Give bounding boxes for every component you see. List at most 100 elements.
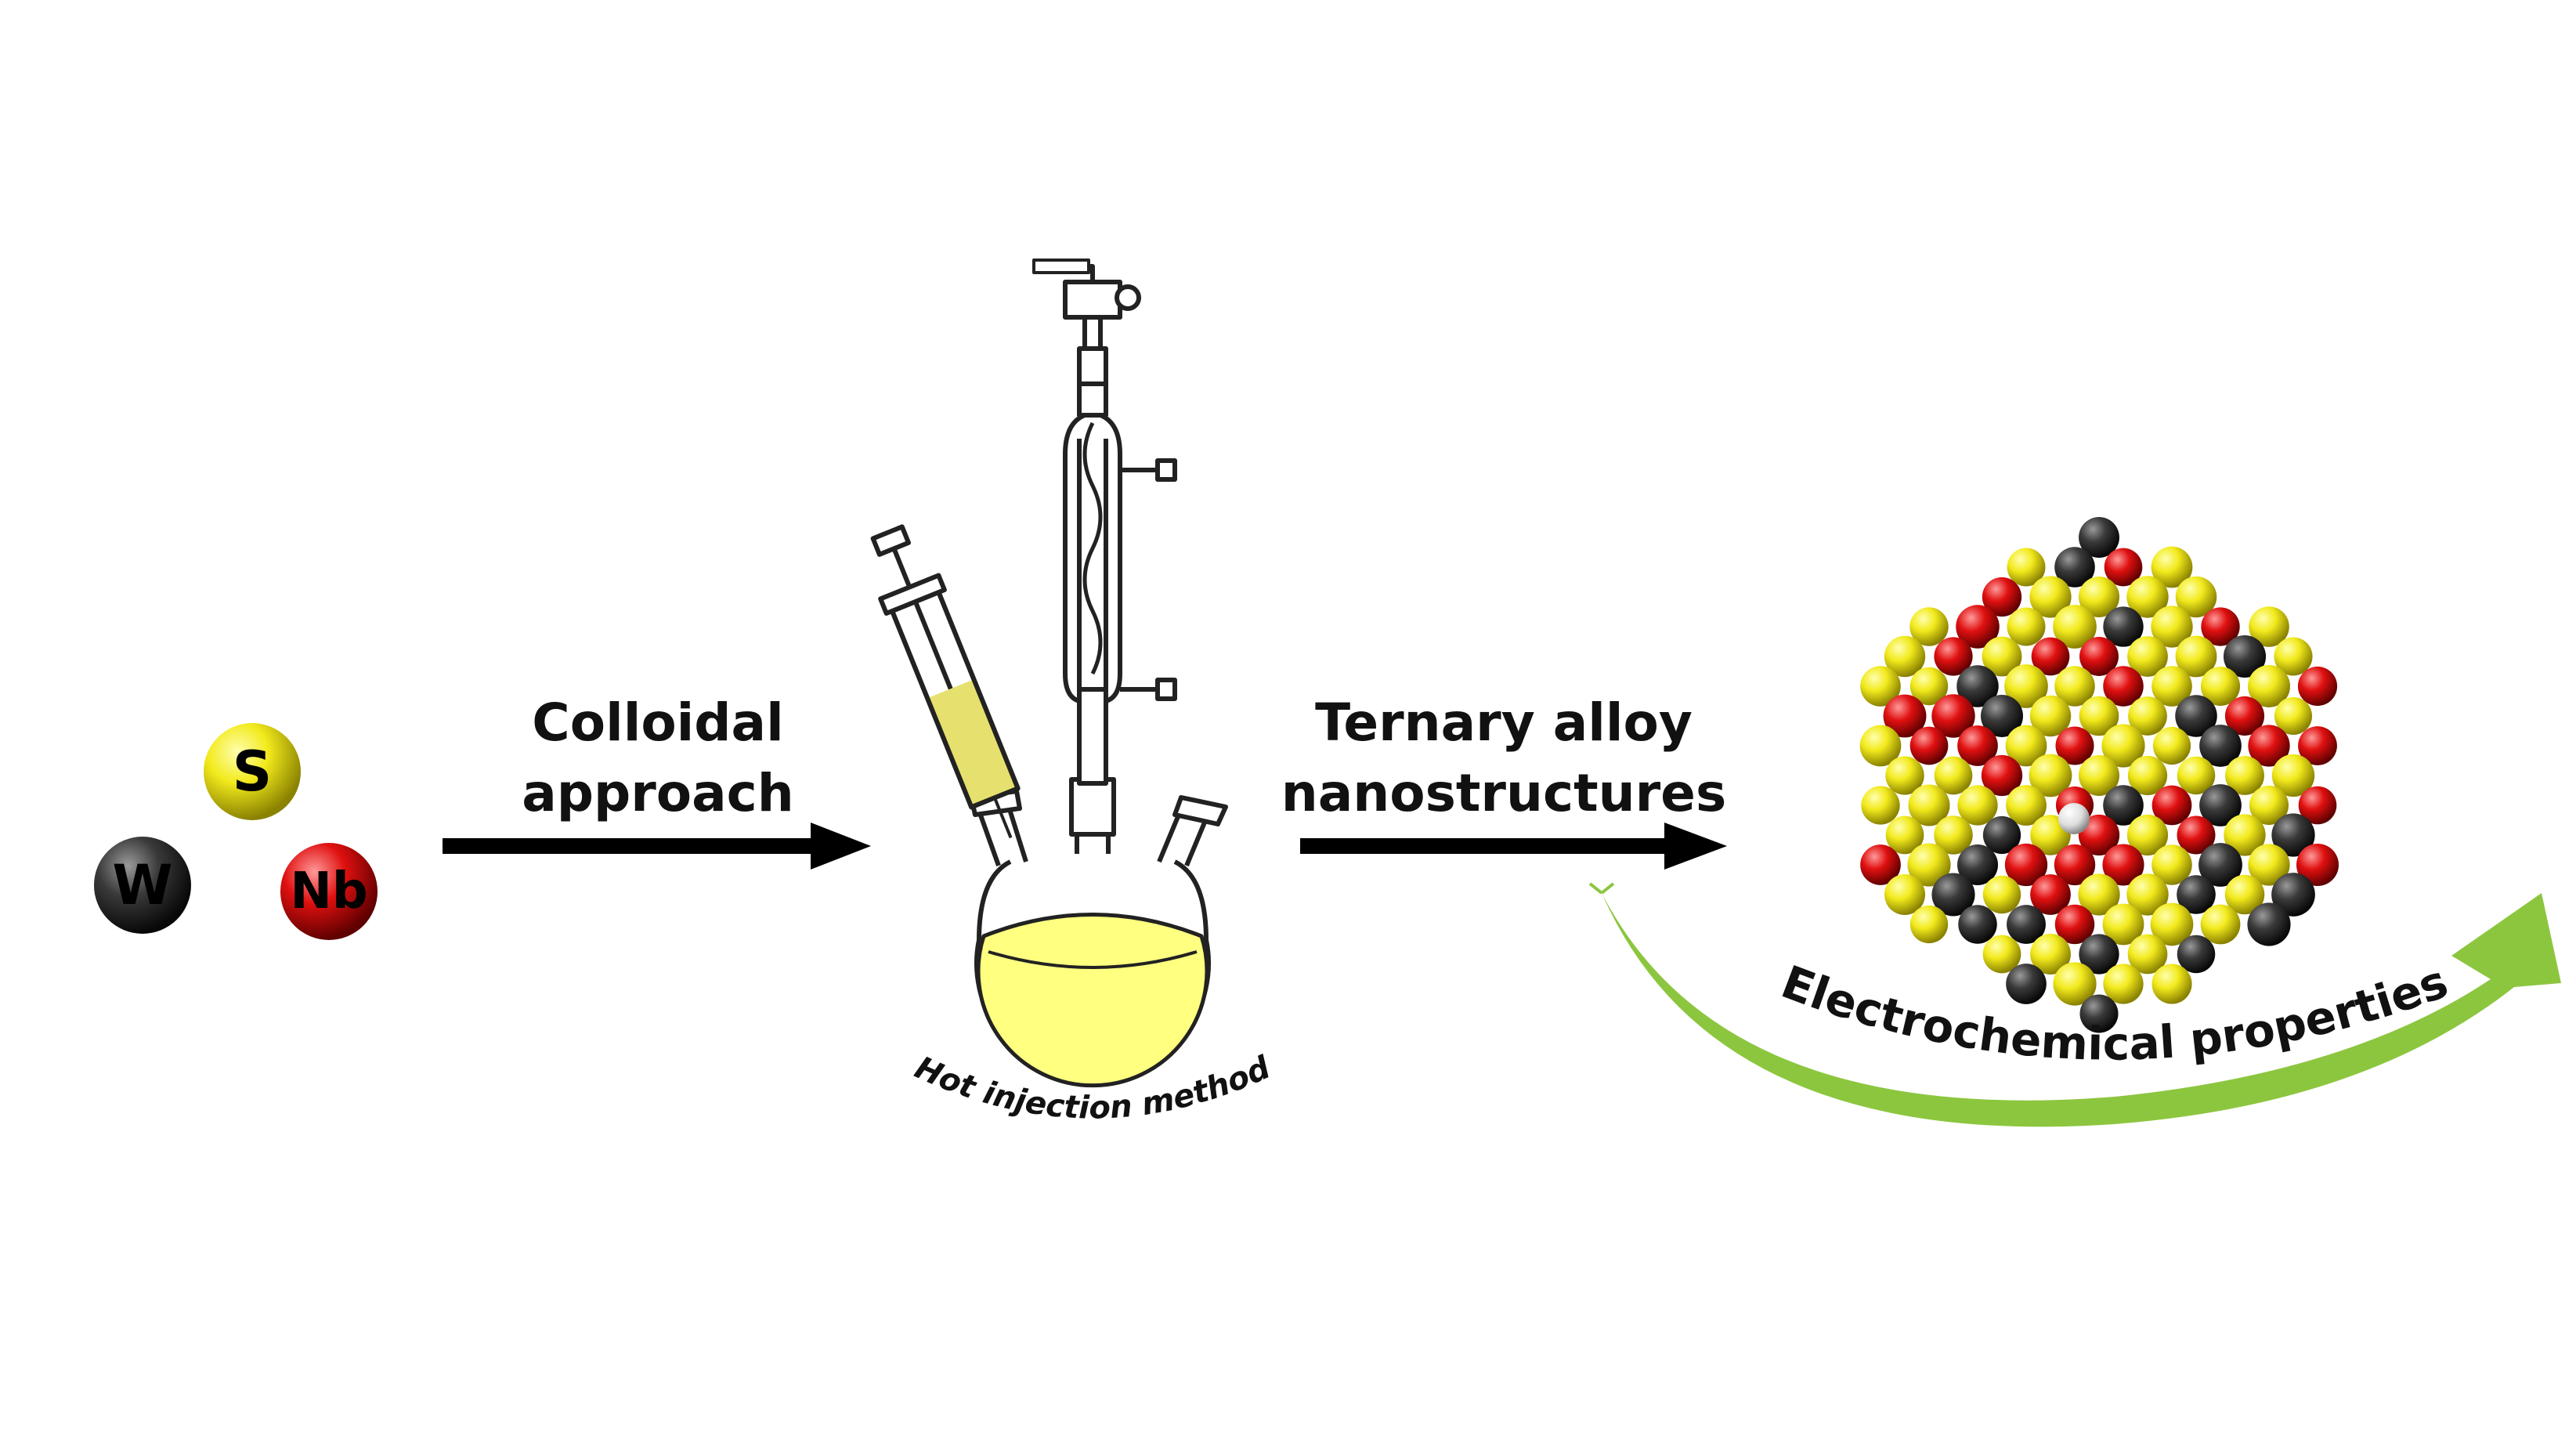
lattice-atom (2030, 934, 2071, 975)
lattice-atom (1885, 756, 1924, 795)
lattice-atom (1909, 726, 1949, 765)
lattice-atom (2053, 962, 2097, 1006)
lattice-atom (2199, 784, 2242, 826)
lattice-atom (2150, 902, 2194, 946)
lattice-atom (2101, 724, 2145, 768)
colloidal-label-line2: approach (522, 763, 794, 823)
lattice-atom (1957, 725, 1998, 766)
lattice-atom (2126, 873, 2169, 916)
lattice-atom (1982, 935, 2021, 974)
lattice-atom (2298, 786, 2337, 825)
sulfur-label: S (233, 739, 272, 804)
lattice-atom (2151, 785, 2192, 826)
lattice-atom (1909, 905, 1949, 944)
lattice-atom (2078, 873, 2120, 916)
lattice-atom (1934, 756, 1973, 795)
lattice-atom (2177, 875, 2216, 914)
lattice-atom (2102, 844, 2144, 886)
lattice-atom (2175, 576, 2217, 618)
lattice-atom (2079, 517, 2119, 558)
round-bottom-flask (974, 859, 1211, 1088)
hot-injection-apparatus (870, 259, 1228, 1088)
lattice-atom (2055, 726, 2094, 765)
lattice-atom (2201, 607, 2240, 646)
lattice-atom (2271, 754, 2315, 797)
lattice-atom (2151, 844, 2192, 885)
lattice-atom (1981, 754, 2023, 797)
lattice-atom (2151, 964, 2192, 1004)
lattice-atom (2103, 606, 2144, 647)
lattice-atom (2298, 726, 2337, 765)
lattice-atom (2248, 725, 2290, 767)
lattice-atom (2103, 785, 2144, 826)
lattice-atom (1909, 667, 1949, 706)
niobium-atom: Nb (280, 843, 378, 940)
lattice-atom (2079, 696, 2119, 736)
lattice-atom (2007, 548, 2046, 587)
lattice-atom (1884, 635, 1926, 678)
lattice-atom (2029, 754, 2072, 797)
lattice-atom (2271, 873, 2315, 917)
lattice-atom (2200, 666, 2241, 707)
sulfur-atom: S (204, 723, 301, 820)
lattice-atom (2127, 934, 2168, 975)
colloidal-label-line1: Colloidal (532, 692, 783, 753)
reflux-condenser (1032, 259, 1177, 786)
lattice-atom (1908, 784, 1950, 826)
lattice-atom (1859, 725, 1902, 767)
lattice-atom (2006, 785, 2047, 826)
lattice-atom (2103, 666, 2144, 707)
lattice-atom (2005, 725, 2047, 767)
lattice-atom (2271, 813, 2315, 857)
lattice-atom (2029, 695, 2072, 737)
lattice-atom (2274, 696, 2313, 736)
lattice-atom (2297, 666, 2338, 707)
lattice-atom (1958, 905, 1997, 944)
lattice-atom (1982, 815, 2021, 855)
lattice-atom (1934, 637, 1973, 676)
lattice-atom (2151, 546, 2193, 588)
lattice-atom (2007, 607, 2046, 646)
lattice-atom (2152, 726, 2191, 765)
lattice-atom (2198, 843, 2242, 887)
lattice-atom (2296, 843, 2339, 887)
lattice-vacancy-atom (2058, 803, 2090, 834)
lattice-atom (2248, 844, 2290, 886)
lattice-atom (2177, 815, 2216, 855)
lattice-atom (2127, 755, 2168, 796)
lattice-atom (1981, 695, 2023, 737)
lattice-atom (1982, 875, 2021, 914)
electrochemical-arrow (1588, 882, 2561, 1127)
lattice-atom (2224, 874, 2265, 915)
lattice-atom (2247, 902, 2291, 946)
lattice-atom (1860, 844, 1901, 885)
lattice-atom (1884, 873, 1926, 916)
lattice-atom (2128, 696, 2167, 736)
lattice-atom (2004, 843, 2048, 887)
lattice-atom (2079, 994, 2119, 1033)
lattice-atom (1956, 665, 1999, 707)
lattice-atom (2030, 874, 2071, 915)
tungsten-atom: W (94, 837, 191, 934)
lattice-atom (2200, 904, 2241, 945)
lattice-atom (2126, 576, 2169, 618)
lattice-atom (2151, 666, 2192, 707)
lattice-atom (2248, 665, 2290, 707)
lattice-atom (2175, 635, 2217, 678)
lattice-atom (1909, 607, 1949, 646)
colloidal-arrow (443, 823, 871, 870)
lattice-atom (1883, 694, 1927, 738)
lattice-atom (2274, 637, 2313, 676)
lattice-atom (2054, 547, 2095, 588)
lattice-atom (1907, 843, 1951, 887)
lattice-atom (2054, 904, 2095, 945)
lattice-atom (1957, 844, 1998, 885)
lattice-atom (1956, 605, 2000, 649)
lattice-atom (2177, 756, 2216, 795)
lattice-atom (2177, 935, 2216, 974)
lattice-atom (2126, 814, 2169, 856)
lattice-atom (2004, 664, 2048, 708)
lattice-atom (2006, 964, 2047, 1004)
right-neck (1157, 795, 1228, 867)
